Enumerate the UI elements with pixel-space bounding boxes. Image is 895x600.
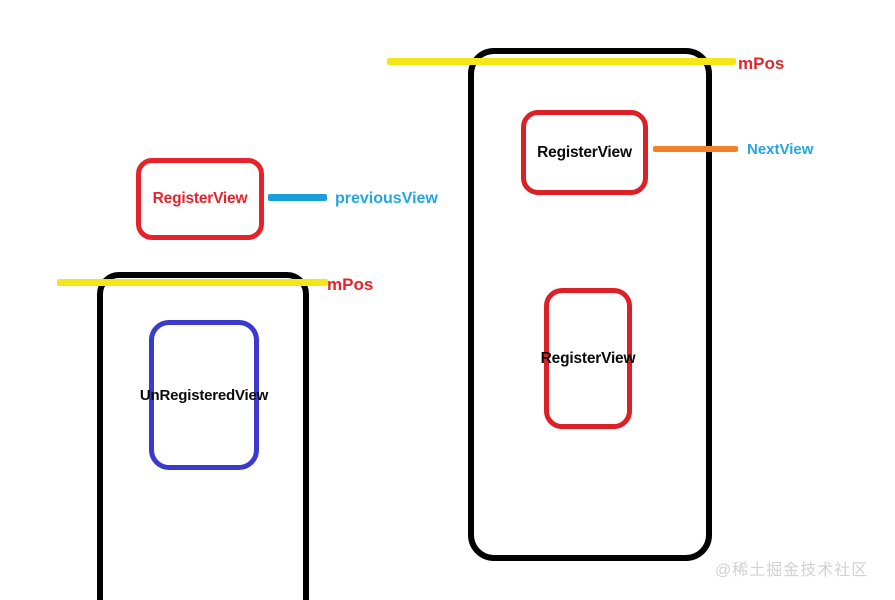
unregistered-view-box-label: UnRegisteredView [139, 386, 269, 404]
unregistered-view-box: UnRegisteredView [140, 320, 268, 470]
mpos-line-left [57, 279, 328, 286]
phone-frame-left [97, 272, 309, 600]
previous-view-connector-line [268, 194, 327, 201]
register-view-box-previous: RegisterView [136, 158, 264, 240]
register-view-box-top-label: RegisterView [537, 143, 632, 161]
watermark: @稀土掘金技术社区 [715, 562, 869, 579]
register-view-box-bottom: RegisterView [541, 288, 636, 429]
next-view-label: NextView [747, 141, 814, 158]
phone-frame-right [468, 48, 712, 561]
register-view-box-top: RegisterView [521, 110, 648, 195]
mpos-label-right: mPos [738, 54, 785, 73]
next-view-connector-line [653, 146, 738, 152]
previous-view-label: previousView [335, 190, 438, 207]
register-view-box-previous-label: RegisterView [152, 190, 248, 207]
mpos-line-right [387, 58, 736, 65]
mpos-label-left: mPos [327, 275, 374, 294]
register-view-box-bottom-label: RegisterView [540, 349, 636, 367]
